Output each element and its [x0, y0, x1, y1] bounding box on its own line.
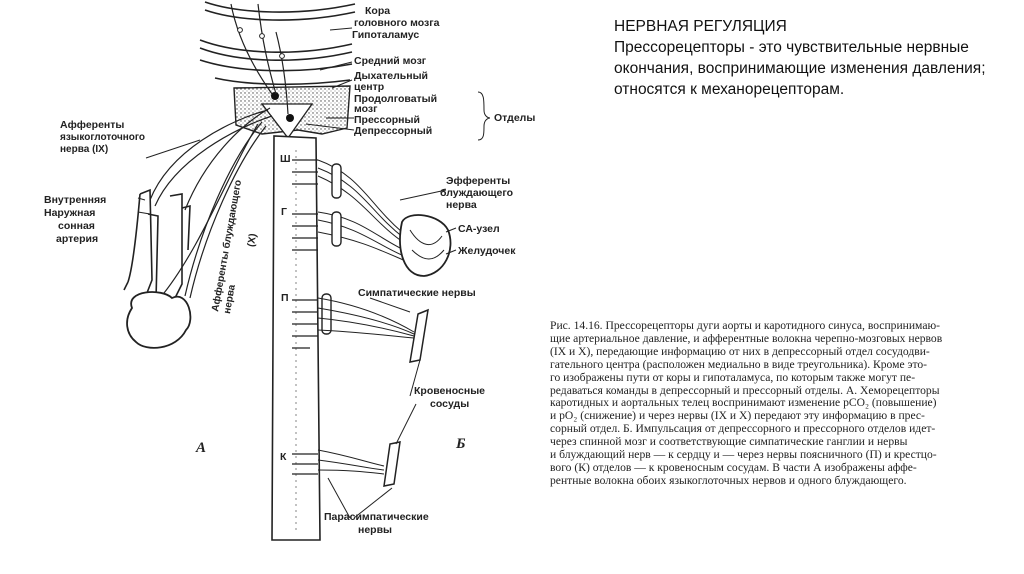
label-eff-vagus-3: нерва	[446, 199, 477, 211]
title-block: НЕРВНАЯ РЕГУЛЯЦИЯ Прессорецепторы - это …	[614, 16, 994, 100]
label-seg-p: П	[281, 292, 289, 304]
sympathetic-nerves	[317, 297, 415, 339]
label-parasym-2: нервы	[358, 524, 392, 536]
label-medulla-1: Продолговатый	[354, 93, 437, 105]
label-resp-2: центр	[354, 81, 384, 93]
label-eff-vagus-2: блуждающего	[440, 187, 513, 199]
label-vessels-2: сосуды	[430, 398, 469, 410]
blood-vessel-lower	[383, 441, 401, 487]
spinal-cord	[271, 135, 321, 541]
pressor-node	[271, 92, 279, 100]
efferent-vagus	[317, 159, 409, 263]
heart	[126, 291, 192, 349]
label-eff-vagus-1: Эфференты	[446, 175, 510, 187]
leader-lines	[137, 27, 491, 519]
label-external: Наружная	[44, 207, 95, 219]
label-seg-sh: Ш	[280, 153, 291, 165]
label-pressor: Прессорный	[354, 114, 420, 126]
label-aff-gloss-2: языкоглоточного	[60, 132, 145, 143]
pathway-markers	[237, 27, 285, 59]
label-sa-node: СА-узел	[458, 223, 500, 235]
afferent-nerves	[149, 107, 273, 299]
depressor-node	[286, 114, 294, 122]
label-aff-gloss-1: Афференты	[60, 119, 124, 131]
label-aff-vagus-2: нерва	[222, 283, 238, 314]
label-cortex-1: Кора	[365, 5, 390, 17]
heart-right	[399, 214, 452, 277]
slide-title: НЕРВНАЯ РЕГУЛЯЦИЯ	[614, 18, 787, 35]
carotid-artery	[123, 188, 191, 301]
label-panel-a: А	[195, 440, 206, 456]
descending-pathways	[230, 3, 289, 115]
label-medulla-2: мозг	[354, 103, 378, 115]
label-carotid-2: артерия	[56, 233, 98, 245]
label-sections: Отделы	[494, 112, 535, 124]
label-midbrain: Средний мозг	[354, 55, 427, 67]
segment-ticks	[292, 159, 318, 475]
label-aff-vagus-3: (X)	[246, 233, 259, 248]
sympathetic-ganglia	[321, 163, 342, 335]
label-resp-1: Дыхательный	[354, 70, 428, 82]
label-parasym-1: Парасимпатические	[324, 511, 429, 523]
label-panel-b: Б	[455, 436, 466, 452]
label-seg-g: Г	[281, 206, 287, 218]
label-vessels-1: Кровеносные	[414, 385, 485, 397]
label-sympathetic: Симпатические нервы	[358, 287, 476, 299]
definition-text: Прессорецепторы - это чувствительные нер…	[614, 39, 986, 98]
label-carotid-1: сонная	[58, 220, 95, 232]
label-ventricle: Желудочек	[457, 245, 516, 257]
label-depressor: Депрессорный	[354, 125, 432, 137]
label-aff-gloss-3: нерва (IX)	[60, 144, 108, 155]
label-internal: Внутренняя	[44, 194, 106, 206]
parasympathetic-nerves	[317, 449, 385, 475]
label-hypothalamus: Гипоталамус	[352, 29, 419, 41]
figure-caption: Рис. 14.16. Прессорецепторы дуги аорты и…	[550, 319, 943, 487]
label-cortex-2: головного мозга	[354, 17, 440, 29]
brain-layers	[199, 1, 356, 86]
label-seg-k: К	[280, 451, 287, 463]
